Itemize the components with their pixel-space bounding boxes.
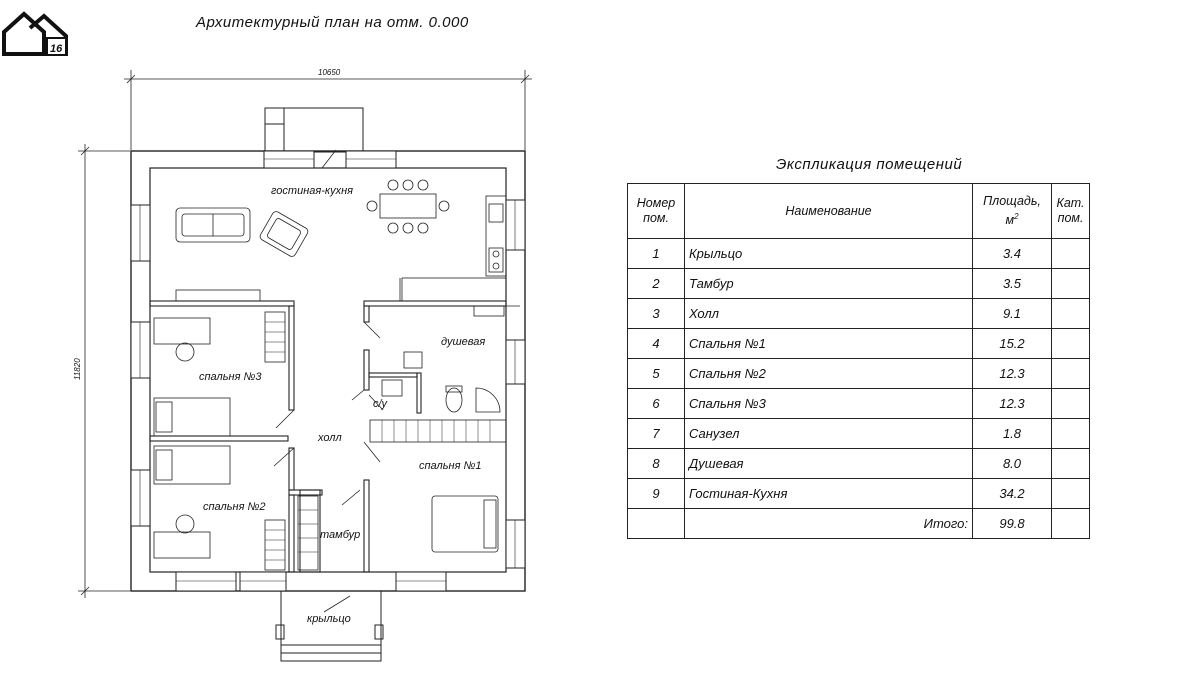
room-label-bedroom2: спальня №2 <box>203 501 266 513</box>
armchair-icon <box>259 211 309 257</box>
door-swings <box>273 149 384 613</box>
room-label-bedroom3: спальня №3 <box>199 371 262 383</box>
room-label-hall: холл <box>317 432 342 444</box>
logo-number: 16 <box>50 43 63 55</box>
room-label-living-kitchen: гостиная-кухня <box>271 185 353 197</box>
logo-badge <box>46 37 67 56</box>
header-name: Наименование <box>684 183 973 239</box>
chimney <box>264 107 364 153</box>
bathroom-fixtures <box>381 305 520 413</box>
explication-table: Номер пом. Наименование Площадь, м2 Кат.… <box>627 183 1090 539</box>
floor-plan: 16 10650 11820 <box>2 11 532 662</box>
outer-walls <box>130 150 526 592</box>
header-category: Кат. пом. <box>1051 183 1090 239</box>
room-label-vestibule: тамбур <box>320 529 360 541</box>
dimension-width: 10650 <box>318 68 341 77</box>
kitchen-counter <box>175 195 507 302</box>
wardrobes <box>264 311 507 571</box>
table-header-row: Номер пом. Наименование Площадь, м2 Кат.… <box>627 183 1090 239</box>
room-label-shower: душевая <box>441 336 485 348</box>
porch-steps <box>275 590 384 662</box>
dimension-height: 11820 <box>73 358 82 380</box>
header-number: Номер пом. <box>627 183 685 239</box>
dimension-lines <box>78 70 532 598</box>
room-label-porch: крыльцо <box>307 613 351 625</box>
windows <box>130 150 526 592</box>
sofa-icon <box>175 207 251 243</box>
bed-icon <box>153 397 499 553</box>
plan-title: Архитектурный план на отм. 0.000 <box>196 14 469 31</box>
room-label-wc: с/у <box>373 398 389 410</box>
room-label-bedroom1: спальня №1 <box>419 460 482 472</box>
wardrobe-shelves <box>265 321 491 561</box>
window-panes <box>139 158 516 582</box>
explication-title: Экспликация помещений <box>776 156 963 173</box>
table-total-row: Итого: 99.8 <box>627 508 1090 539</box>
total-value: 99.8 <box>972 508 1052 539</box>
dining-table-icon <box>366 179 450 234</box>
total-label: Итого: <box>684 508 973 539</box>
header-area: Площадь, м2 <box>972 183 1052 239</box>
desk-icon <box>153 317 211 559</box>
